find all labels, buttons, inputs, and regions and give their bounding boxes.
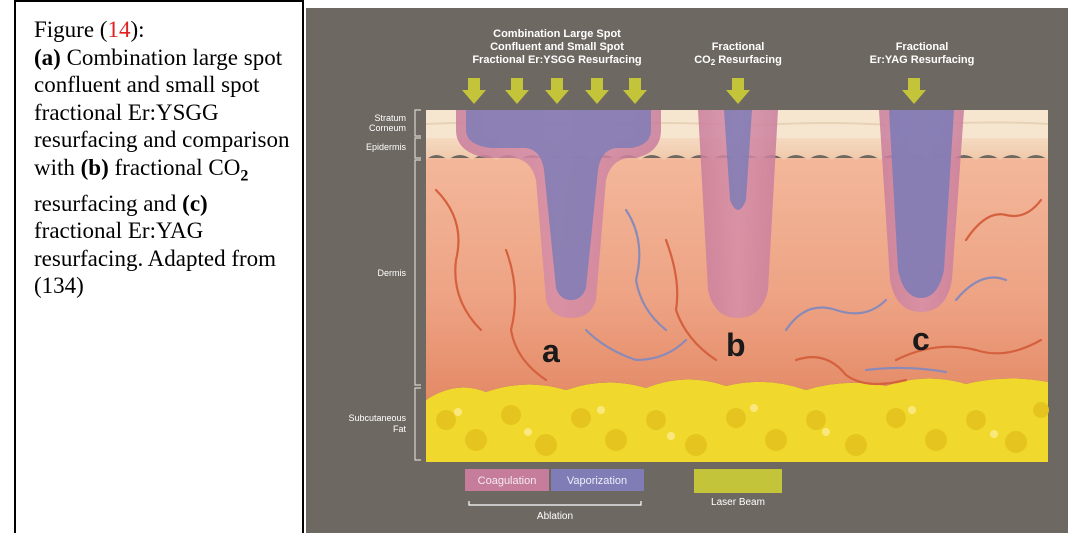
label-dermis: Dermis xyxy=(378,268,407,278)
caption-label-c: (c) xyxy=(182,191,208,216)
caption-figure-word: Figure ( xyxy=(34,17,107,42)
caption-figure-close: ): xyxy=(130,17,144,42)
skin-cross-section xyxy=(415,110,1049,462)
legend-coagulation-label: Coagulation xyxy=(478,475,537,487)
header-a-line3: Fractional Er:YSGG Resurfacing xyxy=(472,54,641,66)
header-a-line1: Combination Large Spot xyxy=(493,28,621,40)
label-letter-a: a xyxy=(542,333,560,369)
label-letter-c: c xyxy=(912,321,930,357)
caption-label-a: (a) xyxy=(34,45,61,70)
header-b-line1: Fractional xyxy=(712,41,765,53)
header-a-line2: Confluent and Small Spot xyxy=(490,41,624,53)
caption-figure-number: 14 xyxy=(107,17,130,42)
header-c-line1: Fractional xyxy=(896,41,949,53)
legend-laser-label: Laser Beam xyxy=(711,497,765,508)
header-b-line2: CO2 Resurfacing xyxy=(694,54,782,67)
caption-text-c: fractional Er:YAG resurfacing. Adapted f… xyxy=(34,218,276,298)
label-subcut-line2: Fat xyxy=(393,424,407,434)
figure-caption: Figure (14): (a) Combination large spot … xyxy=(14,0,304,533)
legend-vaporization-label: Vaporization xyxy=(567,475,627,487)
legend-laser-swatch xyxy=(694,469,782,493)
label-letter-b: b xyxy=(726,327,746,363)
skin-resurfacing-figure: Combination Large Spot Confluent and Sma… xyxy=(306,0,1068,533)
caption-text-b-pre: fractional CO xyxy=(109,155,241,180)
caption-text-b-post: resurfacing and xyxy=(34,191,182,216)
label-subcut-line1: Subcutaneous xyxy=(348,413,406,423)
legend-ablation-label: Ablation xyxy=(537,511,573,522)
caption-text-b-sub: 2 xyxy=(240,167,248,184)
label-stratum-line1: Stratum xyxy=(374,113,406,123)
label-stratum-line2: Corneum xyxy=(369,123,406,133)
label-epidermis: Epidermis xyxy=(366,142,407,152)
caption-label-b: (b) xyxy=(81,155,109,180)
header-c-line2: Er:YAG Resurfacing xyxy=(870,54,975,66)
